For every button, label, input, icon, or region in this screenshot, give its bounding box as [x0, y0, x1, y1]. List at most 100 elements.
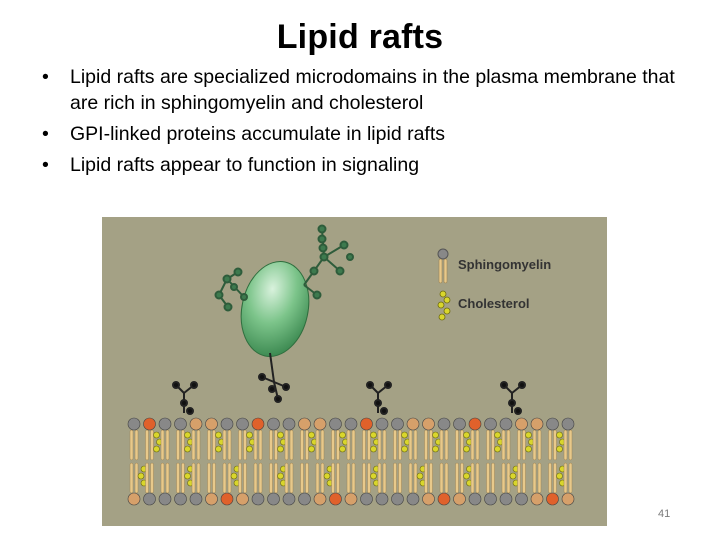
- lipid-tail: [470, 429, 475, 461]
- gpi-linked-protein: [240, 261, 310, 383]
- lipid-tail: [320, 429, 325, 461]
- lipid-tail: [491, 462, 495, 494]
- lipid-tail: [367, 462, 371, 494]
- lipid-tail: [522, 429, 526, 461]
- lipid-tail: [537, 462, 542, 494]
- cholesterol-molecule: [370, 431, 377, 439]
- cholesterol-molecule: [339, 431, 346, 439]
- lipid-head: [530, 492, 544, 506]
- lipid-tail: [336, 462, 340, 494]
- lipid-tail: [362, 429, 366, 461]
- lipid-tail: [243, 462, 247, 494]
- lipid-tail: [269, 429, 273, 461]
- cholesterol-molecule: [246, 445, 253, 453]
- cholesterol-molecule: [184, 445, 191, 453]
- lipid-tail: [315, 462, 320, 494]
- lipid-tail: [413, 462, 418, 494]
- lipid-tail: [207, 429, 211, 461]
- lipid-tail: [398, 462, 402, 494]
- lipid-tail: [382, 462, 387, 494]
- lipid-head: [313, 492, 327, 506]
- cholesterol-molecule: [494, 431, 501, 439]
- cholesterol-molecule: [494, 445, 501, 453]
- lipid-head: [561, 417, 575, 431]
- bullet-marker: •: [42, 154, 49, 176]
- lipid-tail: [470, 462, 475, 494]
- lipid-tail: [475, 462, 480, 494]
- lipid-head: [515, 492, 528, 506]
- lipid-tail: [150, 429, 154, 461]
- lipid-head: [406, 492, 420, 506]
- lipid-head: [561, 492, 575, 506]
- lipid-tail: [305, 462, 309, 494]
- page-number: 41: [658, 508, 671, 520]
- lipid-head: [499, 492, 513, 506]
- lipid-tail: [568, 429, 573, 461]
- gpi-anchor: [258, 373, 290, 403]
- lipid-tail: [346, 462, 351, 494]
- cholesterol-molecule: [556, 445, 563, 453]
- lipid-head: [391, 417, 404, 431]
- lipid-tail: [331, 462, 335, 494]
- cholesterol-molecule: [137, 472, 145, 480]
- bullet-item: •Lipid rafts appear to function in signa…: [42, 154, 420, 176]
- lipid-tail: [274, 462, 278, 494]
- lipid-tail: [517, 462, 521, 494]
- lipid-tail: [367, 429, 371, 461]
- lipid-head: [360, 492, 373, 506]
- lipid-head: [360, 417, 373, 431]
- lipid-head: [515, 417, 528, 431]
- protein-sugar-chain-right: [303, 224, 354, 300]
- lipid-tail: [563, 462, 568, 494]
- lipid-head: [236, 417, 249, 431]
- lipid-tail: [238, 429, 242, 461]
- lipid-tail: [455, 429, 459, 461]
- lipid-tail: [176, 462, 180, 494]
- lipid-tail: [475, 429, 480, 461]
- sphingomyelin-legend-icon: [437, 248, 449, 284]
- lipid-tail: [222, 462, 227, 494]
- lipid-head: [344, 492, 358, 506]
- lipid-tail: [548, 462, 552, 494]
- lipid-tail: [444, 462, 449, 494]
- lipid-head: [205, 417, 218, 431]
- lipid-tail: [393, 462, 397, 494]
- lipid-head: [189, 417, 203, 431]
- lipid-tail: [413, 429, 418, 461]
- lipid-tail: [439, 429, 444, 461]
- lipid-tail: [382, 429, 387, 461]
- lipid-head: [453, 417, 466, 431]
- lipid-bilayer: [127, 417, 575, 506]
- lipid-tail: [532, 462, 537, 494]
- cholesterol-molecule: [463, 472, 470, 480]
- lipid-tail: [212, 462, 216, 494]
- lipid-tail: [506, 462, 511, 494]
- lipid-tail: [284, 429, 289, 461]
- lipid-tail: [455, 462, 459, 494]
- lipid-tail: [300, 429, 304, 461]
- lipid-tail: [424, 429, 428, 461]
- lipid-tail: [253, 462, 258, 494]
- glycolipid-heads: [172, 381, 526, 415]
- bullet-marker: •: [42, 66, 49, 88]
- lipid-head: [546, 417, 559, 431]
- lipid-tail: [196, 462, 201, 494]
- lipid-head: [127, 417, 141, 431]
- cholesterol-molecule: [277, 431, 284, 439]
- cholesterol-molecule: [432, 445, 439, 453]
- lipid-head: [391, 492, 404, 506]
- lipid-tail: [537, 429, 542, 461]
- lipid-tail: [196, 429, 201, 461]
- lipid-head: [546, 492, 559, 506]
- cholesterol-molecule: [416, 472, 424, 480]
- lipid-tail: [408, 429, 413, 461]
- lipid-tail: [191, 462, 196, 494]
- lipid-tail: [284, 462, 289, 494]
- lipid-tail: [227, 462, 232, 494]
- bullet-marker: •: [42, 123, 49, 145]
- lipid-tail: [501, 429, 506, 461]
- lipid-tail: [444, 429, 449, 461]
- lipid-head: [282, 417, 296, 431]
- lipid-tail: [253, 429, 258, 461]
- lipid-tail: [491, 429, 495, 461]
